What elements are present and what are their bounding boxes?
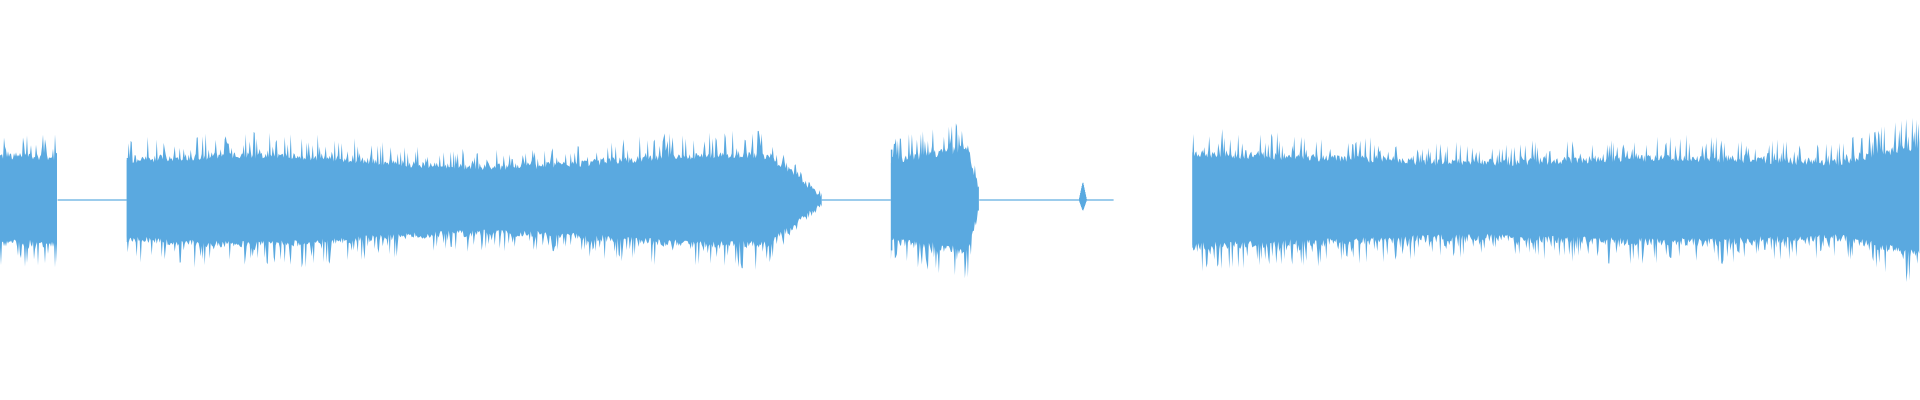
- silence-line: [57, 199, 127, 201]
- silence-line: [821, 199, 891, 201]
- waveform-region-sound: [1192, 117, 1920, 283]
- region-edge: [0, 155, 2, 245]
- waveform-region-silence: [821, 199, 891, 201]
- waveform-region-sound: [890, 123, 979, 279]
- waveform-region-sound: [126, 130, 822, 270]
- waveform-body: [126, 130, 822, 270]
- waveform-body: [0, 134, 57, 268]
- waveform-region-silence: [979, 199, 1114, 201]
- waveform-region-sound: [0, 134, 57, 268]
- region-edge: [126, 158, 129, 242]
- region-edge: [890, 149, 893, 251]
- waveform-body: [1192, 117, 1920, 283]
- waveform-region-blip: [1078, 182, 1088, 211]
- region-edge: [1192, 152, 1194, 248]
- silence-line: [979, 199, 1114, 201]
- waveform-body: [890, 123, 979, 279]
- waveform-region-silence: [57, 199, 127, 201]
